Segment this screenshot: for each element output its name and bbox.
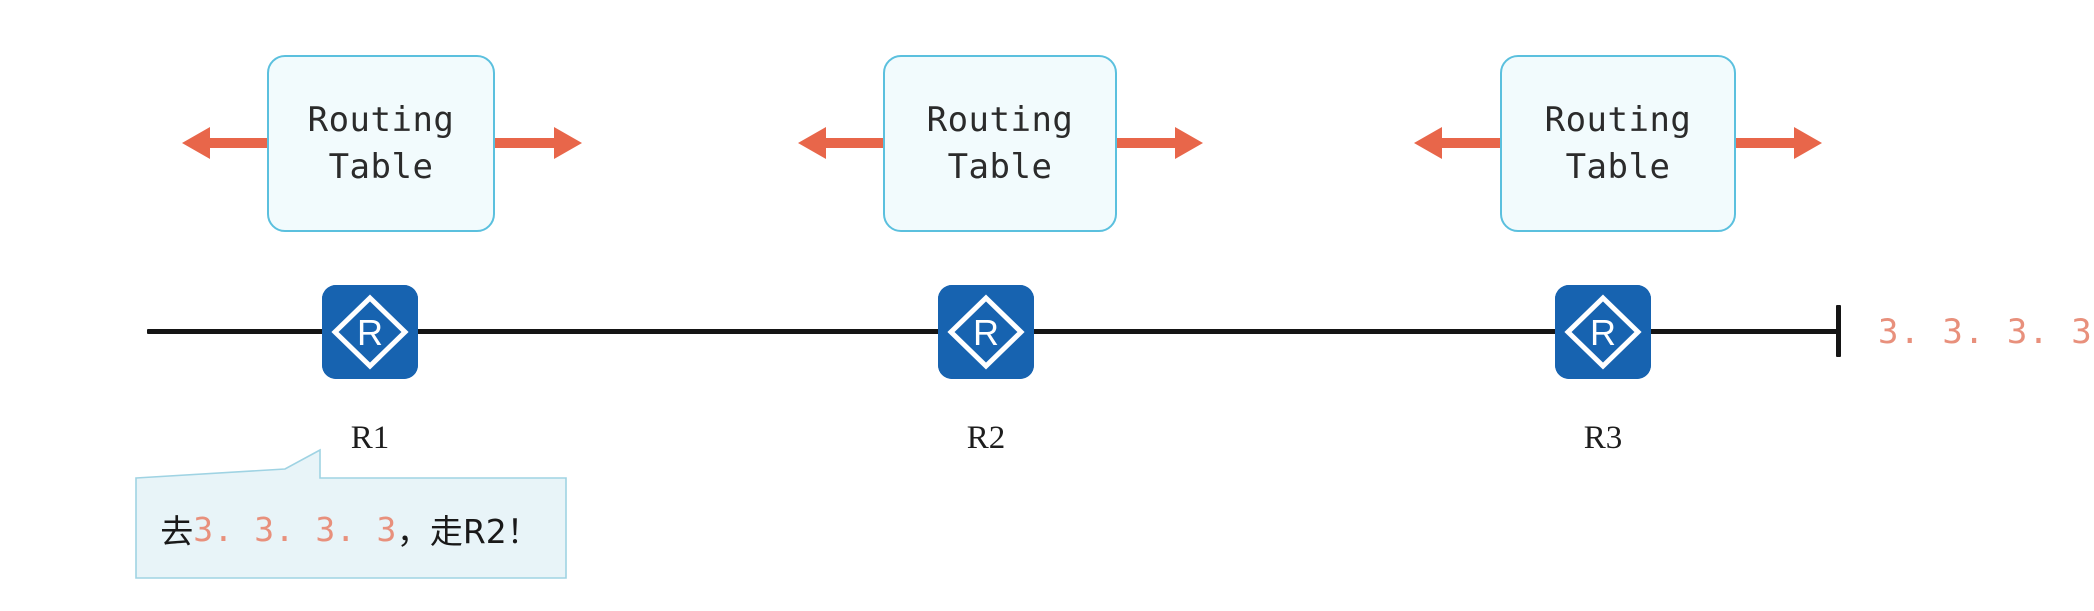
network-link-terminator — [1836, 305, 1841, 357]
router-icon-r1[interactable]: R — [322, 285, 418, 379]
router-label-r2: R2 — [966, 420, 1006, 456]
callout-ip: 3. 3. 3. 3 — [193, 509, 397, 549]
router-diamond-icon: R — [322, 285, 418, 379]
router-icon-r2[interactable]: R — [938, 285, 1034, 379]
destination-ip-label: 3. 3. 3. 3 — [1878, 312, 2093, 352]
callout-shape — [135, 448, 567, 579]
routing-table-3-left-arrow — [1414, 127, 1504, 159]
routing-table-box-3[interactable]: Routing Table — [1500, 55, 1736, 232]
routing-table-1-left-arrow — [182, 127, 272, 159]
svg-text:R: R — [973, 312, 999, 353]
routing-table-2-left-arrow — [798, 127, 888, 159]
routing-table-1-right-arrow — [492, 127, 582, 159]
routing-table-3-line-2: Table — [1565, 146, 1671, 187]
routing-table-box-2[interactable]: Routing Table — [883, 55, 1117, 232]
routing-table-box-1[interactable]: Routing Table — [267, 55, 495, 232]
routing-table-2-line-2: Table — [947, 146, 1053, 187]
routing-table-1-line-1: Routing — [307, 99, 455, 140]
callout-suffix: ，走R2！ — [396, 512, 540, 551]
routing-table-2-line-1: Routing — [926, 99, 1074, 140]
router-label-r1: R1 — [350, 420, 390, 456]
routing-table-3-right-arrow — [1732, 127, 1822, 159]
routing-table-1-line-2: Table — [328, 146, 434, 187]
callout-prefix: 去 — [160, 512, 194, 551]
router-icon-r3[interactable]: R — [1555, 285, 1651, 379]
router-diamond-icon: R — [938, 285, 1034, 379]
router-diamond-icon: R — [1555, 285, 1651, 379]
routing-table-2-right-arrow — [1113, 127, 1203, 159]
router-label-r3: R3 — [1583, 420, 1623, 456]
svg-text:R: R — [357, 312, 383, 353]
routing-table-3-line-1: Routing — [1544, 99, 1692, 140]
svg-text:R: R — [1590, 312, 1616, 353]
